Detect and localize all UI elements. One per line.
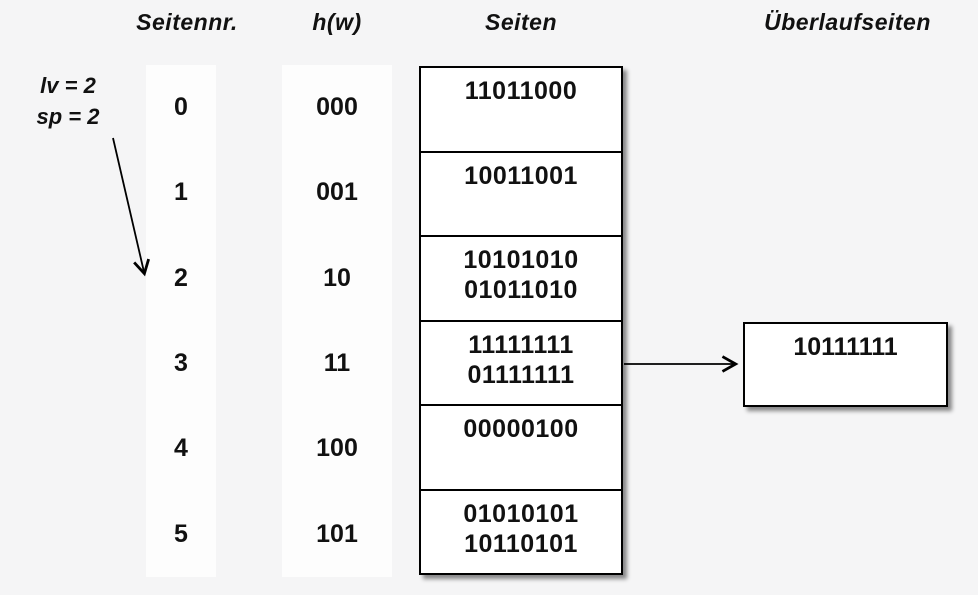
page-cell-4: 00000100 <box>421 406 621 491</box>
header-hash-function: h(w) <box>312 9 362 35</box>
page-cell-2: 10101010 01011010 <box>421 237 621 322</box>
record-value: 11011000 <box>464 77 578 105</box>
hash-value: 001 <box>316 178 358 207</box>
page-cell-5: 01010101 10110101 <box>421 491 621 574</box>
overflow-page-box: 10111111 <box>743 322 948 407</box>
record-value: 01010101 <box>463 499 579 528</box>
hash-value: 11 <box>323 349 351 378</box>
lv-value-label: lv = 2 <box>40 73 96 98</box>
page-cell-1: 10011001 <box>421 153 621 237</box>
record-value: 01111111 <box>467 360 575 389</box>
hash-value: 000 <box>316 93 358 122</box>
page-cell-0: 11011000 <box>421 68 621 153</box>
pages-table: 11011000 10011001 10101010 01011010 1111… <box>419 66 623 575</box>
record-value: 10111111 <box>793 333 898 361</box>
header-seitennr: Seitennr. <box>136 9 238 35</box>
header-ueberlaufseiten: Überlaufseiten <box>764 9 931 35</box>
sp-value-label: sp = 2 <box>36 104 100 129</box>
page-number: 2 <box>174 263 188 292</box>
seitennr-column: 0 1 2 3 4 5 <box>146 65 216 577</box>
hash-value-column: 000 001 10 11 100 101 <box>282 65 392 577</box>
page-number: 1 <box>174 178 188 207</box>
page-number: 4 <box>174 434 188 463</box>
lv-sp-pointer-arrow <box>112 137 150 277</box>
record-value: 10110101 <box>464 529 578 558</box>
record-value: 00000100 <box>463 415 579 443</box>
hash-value: 10 <box>323 263 351 292</box>
page-number: 3 <box>174 349 188 378</box>
page-number: 0 <box>174 93 188 122</box>
state-annotation: lv = 2 sp = 2 <box>18 70 118 132</box>
record-value: 11111111 <box>468 330 574 359</box>
record-value: 10011001 <box>464 161 578 190</box>
hash-value: 100 <box>316 434 358 463</box>
hash-value: 101 <box>316 519 358 548</box>
header-seiten: Seiten <box>484 9 558 35</box>
page-cell-3: 11111111 01111111 <box>421 322 621 406</box>
record-value: 01011010 <box>464 276 578 304</box>
page-number: 5 <box>174 519 188 548</box>
record-value: 10101010 <box>463 246 579 274</box>
